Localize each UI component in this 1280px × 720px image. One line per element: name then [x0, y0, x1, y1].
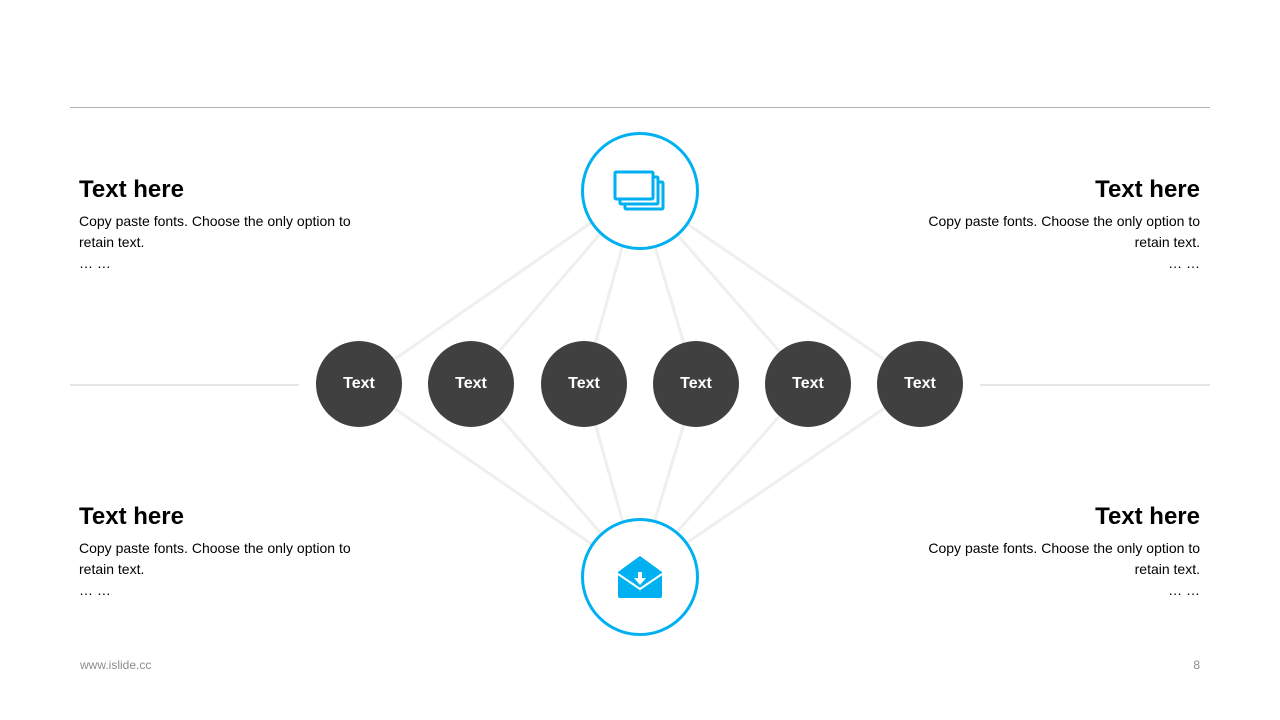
block-body: Copy paste fonts. Choose the only option…	[79, 213, 351, 250]
text-block-bottom-left: Text here Copy paste fonts. Choose the o…	[79, 502, 364, 601]
block-ellipsis: … …	[1168, 582, 1200, 598]
text-block-top-right: Text here Copy paste fonts. Choose the o…	[915, 175, 1200, 274]
node-2: Text	[428, 341, 514, 427]
block-body: Copy paste fonts. Choose the only option…	[928, 213, 1200, 250]
footer-url: www.islide.cc	[80, 658, 152, 672]
block-ellipsis: … …	[79, 255, 111, 271]
node-4: Text	[653, 341, 739, 427]
block-title: Text here	[79, 176, 184, 203]
page-number: 8	[1193, 658, 1200, 672]
text-block-top-left: Text here Copy paste fonts. Choose the o…	[79, 175, 364, 274]
node-6: Text	[877, 341, 963, 427]
text-block-bottom-right: Text here Copy paste fonts. Choose the o…	[915, 502, 1200, 601]
bottom-hub-circle	[581, 518, 699, 636]
node-3: Text	[541, 341, 627, 427]
envelope-download-icon	[617, 556, 663, 598]
node-1: Text	[316, 341, 402, 427]
top-hub-circle	[581, 132, 699, 250]
middle-divider-left	[70, 384, 299, 386]
middle-divider-right	[980, 384, 1210, 386]
node-5: Text	[765, 341, 851, 427]
block-title: Text here	[1095, 176, 1200, 203]
block-body: Copy paste fonts. Choose the only option…	[928, 540, 1200, 577]
block-title: Text here	[79, 503, 184, 530]
block-body: Copy paste fonts. Choose the only option…	[79, 540, 351, 577]
top-divider	[70, 107, 1210, 108]
block-ellipsis: … …	[79, 582, 111, 598]
stacked-screens-icon	[613, 170, 665, 211]
block-title: Text here	[1095, 503, 1200, 530]
block-ellipsis: … …	[1168, 255, 1200, 271]
